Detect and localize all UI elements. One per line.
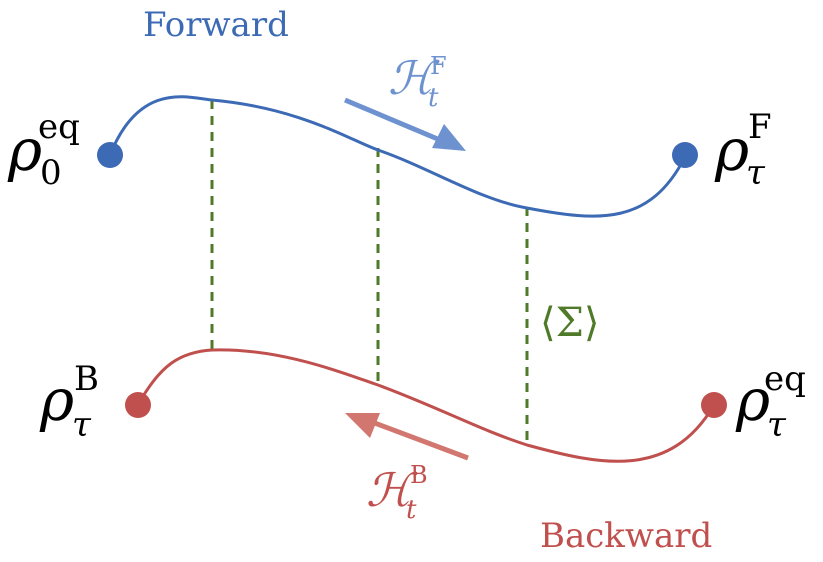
entropy-production-label: ⟨Σ⟩ bbox=[540, 300, 600, 346]
svg-text:0: 0 bbox=[40, 153, 62, 193]
svg-text:B: B bbox=[410, 461, 428, 489]
entropy-connectors bbox=[210, 100, 529, 447]
svg-text:ρ: ρ bbox=[39, 366, 74, 434]
forward-arrow bbox=[344, 97, 466, 151]
svg-text:τ: τ bbox=[72, 405, 92, 445]
svg-text:τ: τ bbox=[767, 405, 787, 445]
svg-text:ℋ: ℋ bbox=[388, 51, 440, 105]
svg-text:eq: eq bbox=[764, 359, 806, 399]
rho-tau-eq-label: ρ τ eq bbox=[735, 359, 806, 445]
svg-text:F: F bbox=[430, 52, 447, 80]
svg-text:ρ: ρ bbox=[735, 366, 770, 434]
backward-end-point bbox=[701, 392, 727, 418]
svg-text:ℋ: ℋ bbox=[366, 463, 418, 517]
backward-start-point bbox=[125, 392, 151, 418]
hamiltonian-backward-label: ℋ t B bbox=[366, 461, 428, 525]
backward-arrow bbox=[345, 413, 469, 461]
forward-end-point bbox=[672, 142, 698, 168]
svg-text:F: F bbox=[748, 107, 772, 147]
rho-tau-b-label: ρ τ B bbox=[39, 359, 99, 445]
forward-label: Forward bbox=[143, 5, 289, 45]
svg-text:t: t bbox=[406, 495, 417, 525]
forward-start-point bbox=[97, 142, 123, 168]
svg-text:B: B bbox=[74, 359, 99, 399]
svg-text:ρ: ρ bbox=[7, 116, 42, 184]
svg-text:t: t bbox=[428, 83, 439, 113]
rho-tau-f-label: ρ τ F bbox=[714, 107, 772, 193]
backward-label: Backward bbox=[540, 516, 712, 556]
backward-path bbox=[136, 348, 716, 463]
svg-text:eq: eq bbox=[38, 107, 80, 147]
svg-text:τ: τ bbox=[746, 153, 766, 193]
svg-text:ρ: ρ bbox=[714, 116, 749, 184]
hamiltonian-forward-label: ℋ t F bbox=[388, 51, 447, 113]
forward-path bbox=[108, 95, 687, 218]
rho-0-eq-label: ρ 0 eq bbox=[7, 107, 80, 193]
